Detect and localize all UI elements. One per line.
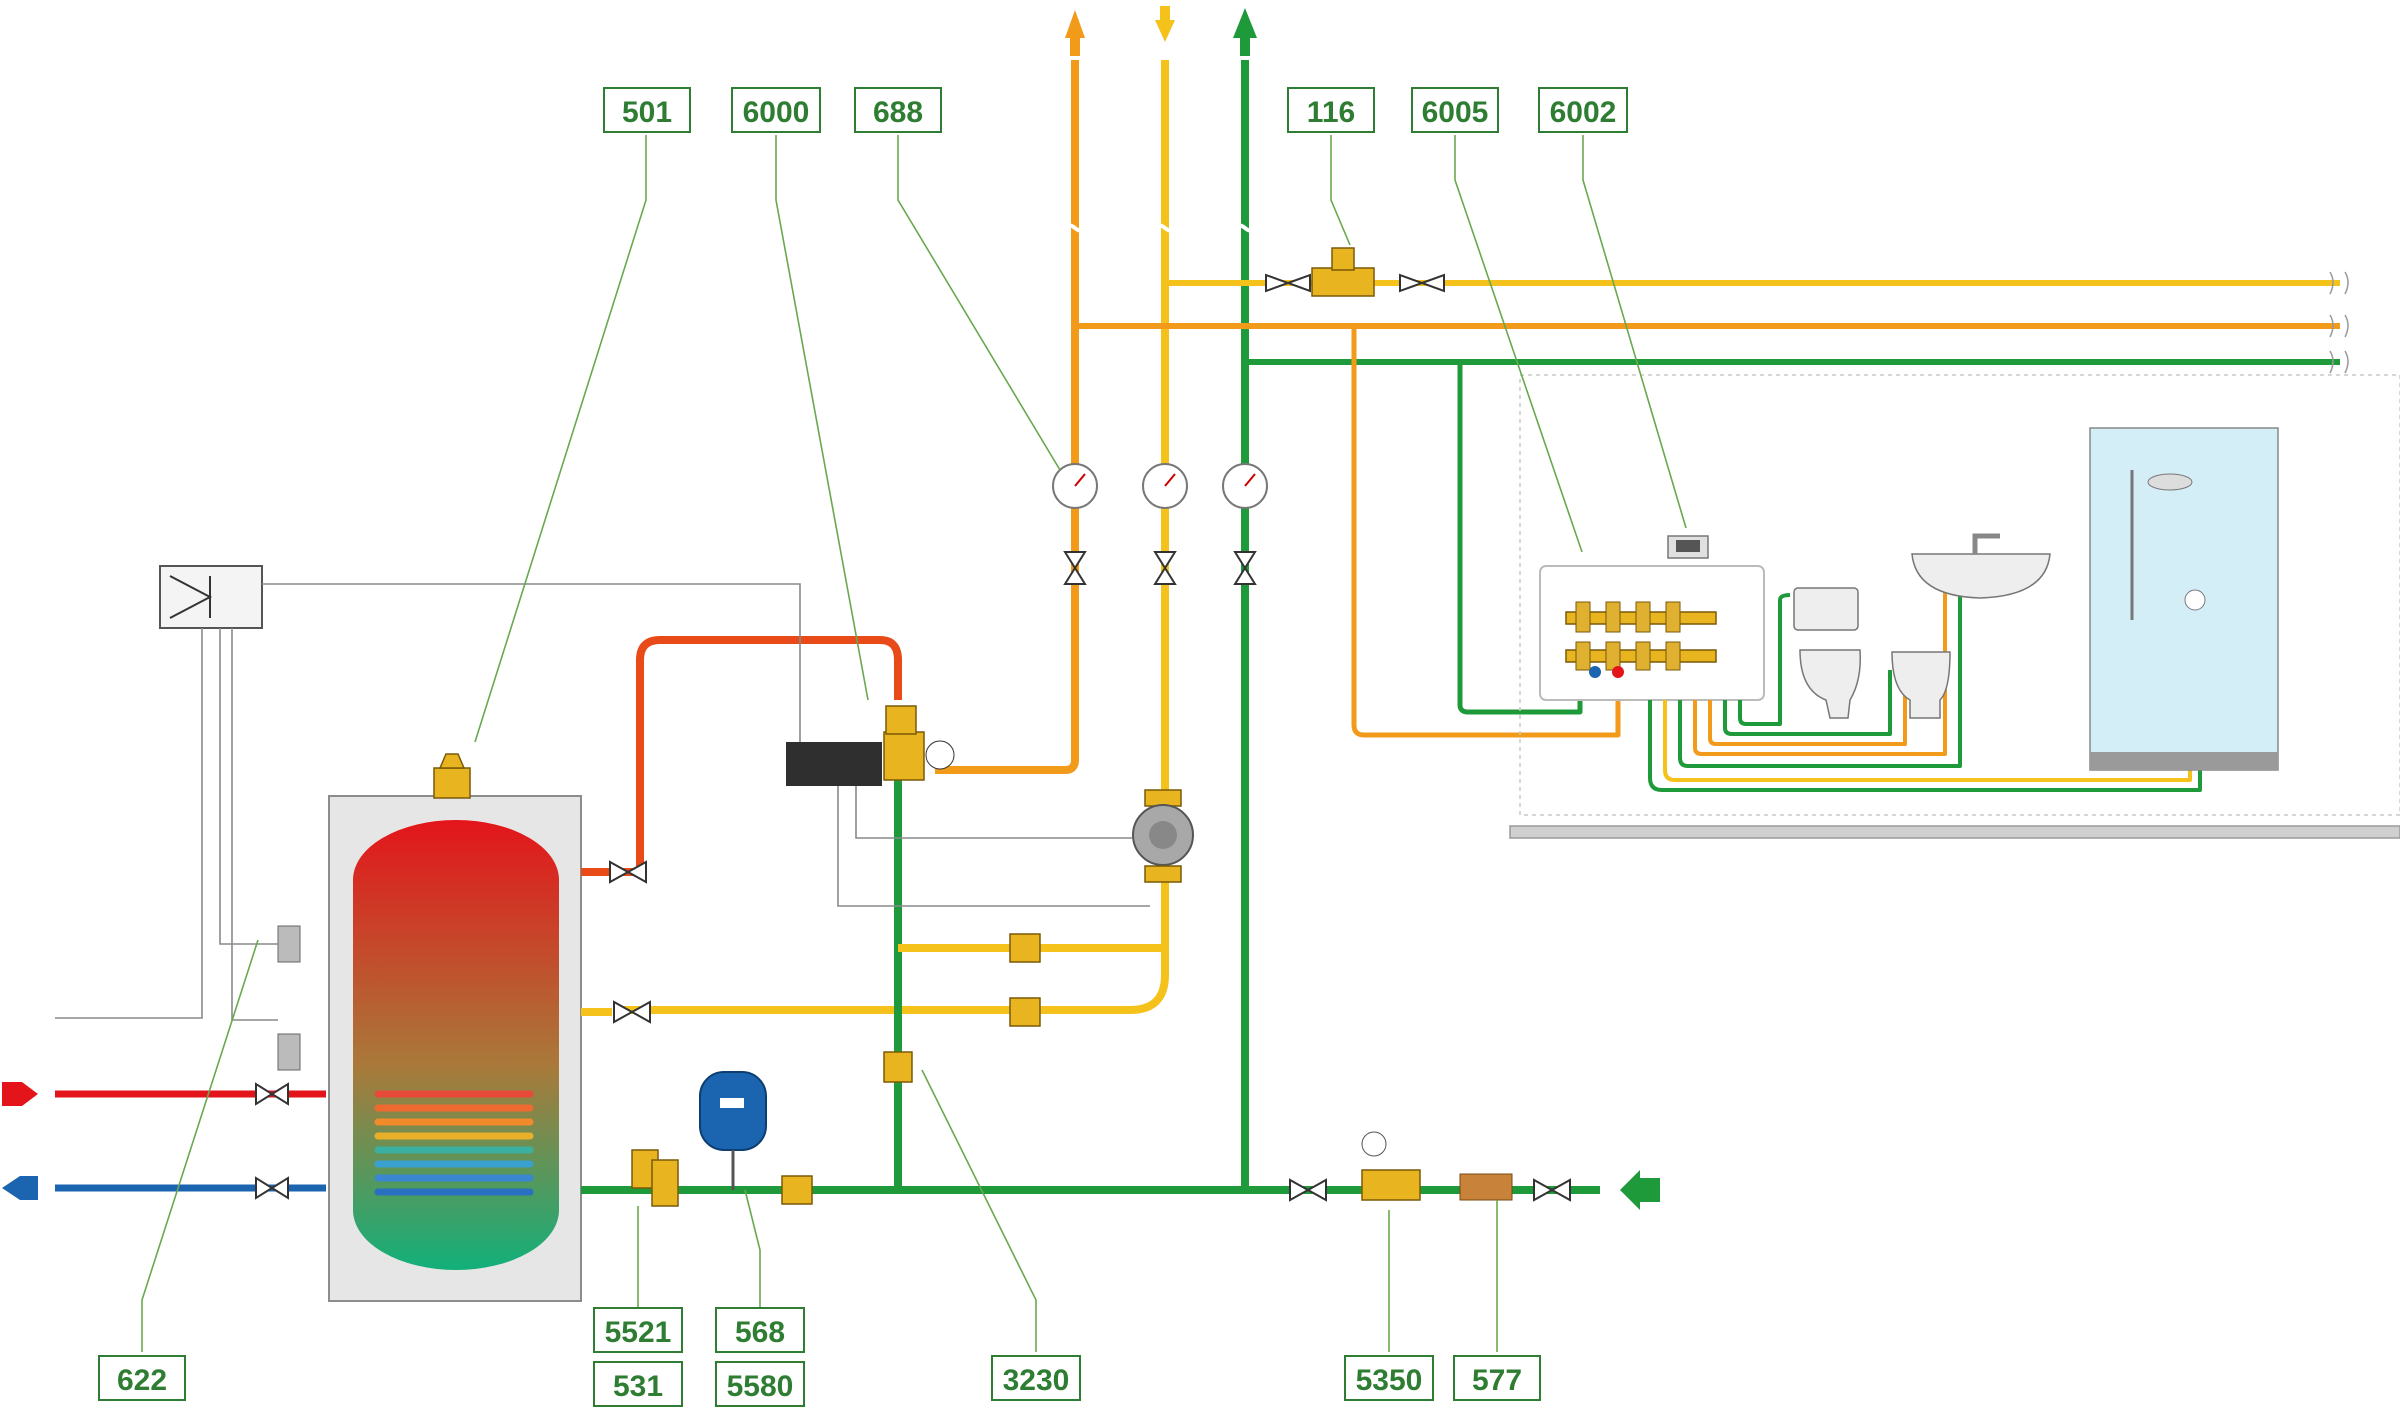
controller [55, 565, 1150, 1021]
recirculation-pump [1132, 789, 1194, 883]
label-622-text: 622 [117, 1364, 167, 1397]
label-501-text: 501 [622, 96, 672, 129]
expansion-vessel-568 [699, 1071, 813, 1205]
tank-connections [2, 860, 1660, 1210]
label-3230: 3230 [991, 1355, 1081, 1401]
label-3230-text: 3230 [1003, 1364, 1070, 1397]
label-531-text: 531 [613, 1370, 663, 1403]
washbasin [1911, 533, 2051, 599]
label-116-text: 116 [1307, 96, 1355, 129]
thermometers-688 [1052, 463, 1268, 585]
label-6002: 6002 [1538, 87, 1628, 133]
label-622: 622 [98, 1355, 186, 1401]
cold-inlet-arrow-icon [1620, 1170, 1660, 1210]
storage-tank [328, 753, 582, 1302]
bidet [1891, 651, 1951, 719]
domestic-inlet-arrow-icon [1155, 20, 1175, 42]
label-6002-text: 6002 [1550, 96, 1617, 129]
label-5350: 5350 [1344, 1355, 1434, 1401]
label-501: 501 [603, 87, 691, 133]
heating-coil [374, 1090, 534, 1196]
label-577: 577 [1453, 1355, 1541, 1401]
label-688: 688 [854, 87, 942, 133]
label-5580: 5580 [715, 1361, 805, 1407]
bathroom-supply [1351, 326, 2400, 839]
manifold-6005 [1565, 601, 1717, 678]
mixing-valve-6000 [581, 636, 955, 1190]
air-vent [433, 753, 471, 799]
label-116: 116 [1287, 87, 1375, 133]
label-6005: 6005 [1411, 87, 1499, 133]
cold-outlet-arrow-icon [1233, 8, 1257, 38]
label-5521: 5521 [593, 1307, 683, 1353]
toilet [1793, 587, 1862, 719]
label-568-text: 568 [735, 1316, 785, 1349]
distribution-lines [1075, 247, 2349, 374]
label-6000-text: 6000 [743, 96, 810, 129]
leader-lines [141, 135, 1687, 1352]
label-5580-text: 5580 [727, 1370, 794, 1403]
label-568: 568 [715, 1307, 805, 1353]
recirculation-valve-116 [1265, 247, 1445, 297]
label-531: 531 [593, 1361, 683, 1407]
primary-flow-arrow-icon [2, 1082, 38, 1106]
hot-outlet-arrow-icon [1065, 10, 1085, 38]
risers [620, 6, 1262, 1190]
access-panel-6002 [1667, 535, 1709, 559]
label-577-text: 577 [1472, 1364, 1522, 1397]
label-5521-text: 5521 [605, 1316, 672, 1349]
label-6005-text: 6005 [1422, 96, 1489, 129]
label-6000: 6000 [731, 87, 821, 133]
shower [2089, 427, 2279, 771]
safety-valve-5521 [631, 1149, 679, 1207]
label-5350-text: 5350 [1356, 1364, 1423, 1397]
label-688-text: 688 [873, 96, 923, 129]
primary-return-arrow-icon [2, 1176, 38, 1200]
